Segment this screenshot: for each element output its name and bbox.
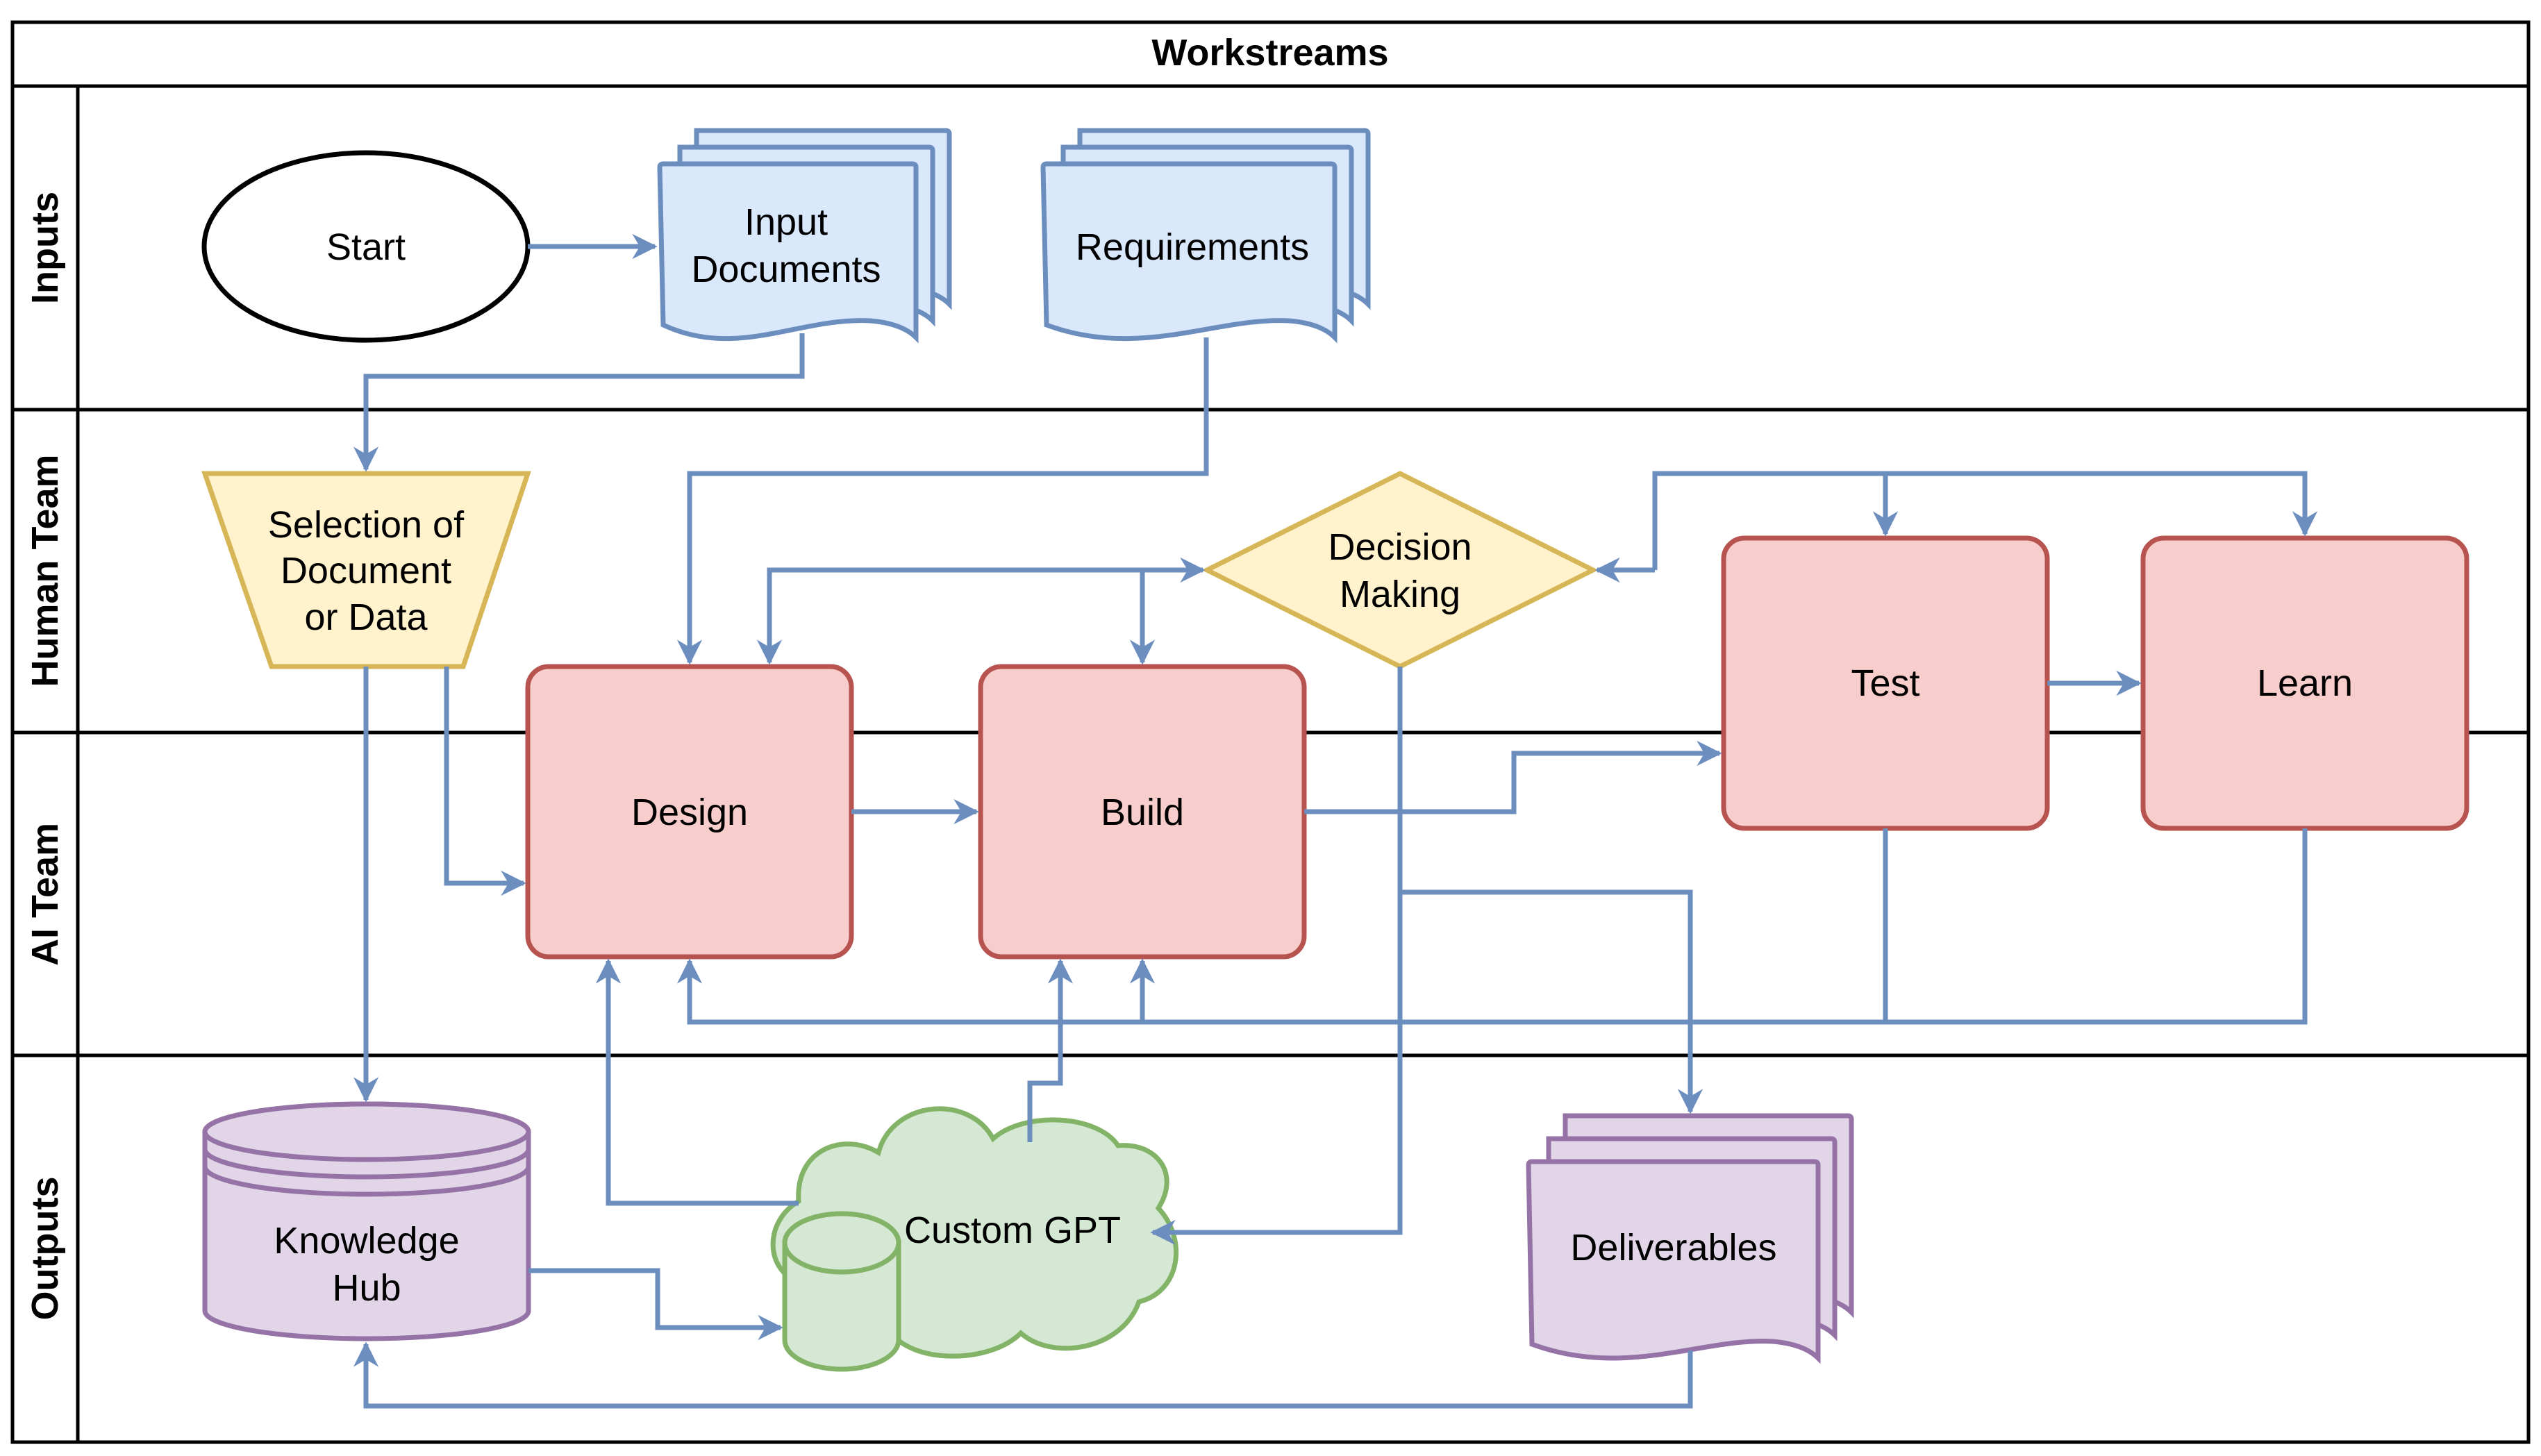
input-documents-node — [657, 128, 952, 344]
edge-custom-gpt-to-build — [1027, 958, 1074, 1142]
selection-label-line-1: Selection of — [268, 504, 465, 546]
diagram-title: Workstreams — [1151, 32, 1388, 74]
edge-loop-to-test — [1652, 471, 1899, 570]
edge-learn-feedback-to-design — [676, 828, 2308, 1025]
edge-deliverables-to-knowledge-hub — [353, 1341, 1693, 1409]
build-label: Build — [1101, 792, 1184, 833]
decision-label-line-1: Decision — [1328, 526, 1472, 568]
custom-gpt-label: Custom GPT — [904, 1210, 1121, 1251]
selection-label-line-3: or Data — [304, 596, 428, 638]
decision-label-line-2: Making — [1340, 574, 1460, 615]
decision-node — [1201, 471, 1599, 669]
edge-selection-to-design — [444, 667, 526, 896]
requirements-label: Requirements — [1076, 226, 1309, 268]
swimlane-frame — [10, 20, 2531, 1444]
selection-label-line-2: Document — [281, 550, 451, 592]
deliverables-label: Deliverables — [1570, 1227, 1776, 1269]
lane-label-outputs: Outputs — [24, 1177, 66, 1321]
edge-custom-gpt-to-design — [595, 958, 799, 1206]
design-label: Design — [631, 792, 748, 833]
requirements-node — [1040, 128, 1371, 344]
lane-label-human-team: Human Team — [24, 454, 66, 687]
deliverables-node — [1526, 1113, 1854, 1364]
custom-gpt-node — [770, 1106, 1179, 1372]
connectors — [353, 233, 2318, 1409]
edge-knowledge-hub-to-custom-gpt — [528, 1268, 783, 1341]
edge-loop-to-learn — [1885, 471, 2318, 537]
lane-label-inputs: Inputs — [24, 192, 66, 304]
edge-input-documents-to-selection — [353, 333, 805, 472]
edge-requirements-to-design — [676, 337, 1209, 665]
start-label: Start — [326, 226, 406, 268]
knowledge-hub-label-line-1: Knowledge — [274, 1220, 459, 1262]
edge-build-to-test — [1304, 740, 1722, 814]
input-documents-label-line-2: Documents — [691, 249, 881, 290]
selection-node — [201, 471, 531, 669]
knowledge-hub-node — [202, 1101, 531, 1341]
edge-to-deliverables — [1400, 889, 1703, 1114]
edge-decision-to-custom-gpt — [1150, 667, 1403, 1246]
learn-label: Learn — [2257, 662, 2353, 704]
knowledge-hub-label-line-2: Hub — [332, 1267, 401, 1309]
edge-junction-to-design — [756, 567, 1142, 665]
input-documents-label-line-1: Input — [744, 201, 828, 243]
lane-label-ai-team: AI Team — [24, 823, 66, 966]
test-label: Test — [1851, 662, 1919, 704]
